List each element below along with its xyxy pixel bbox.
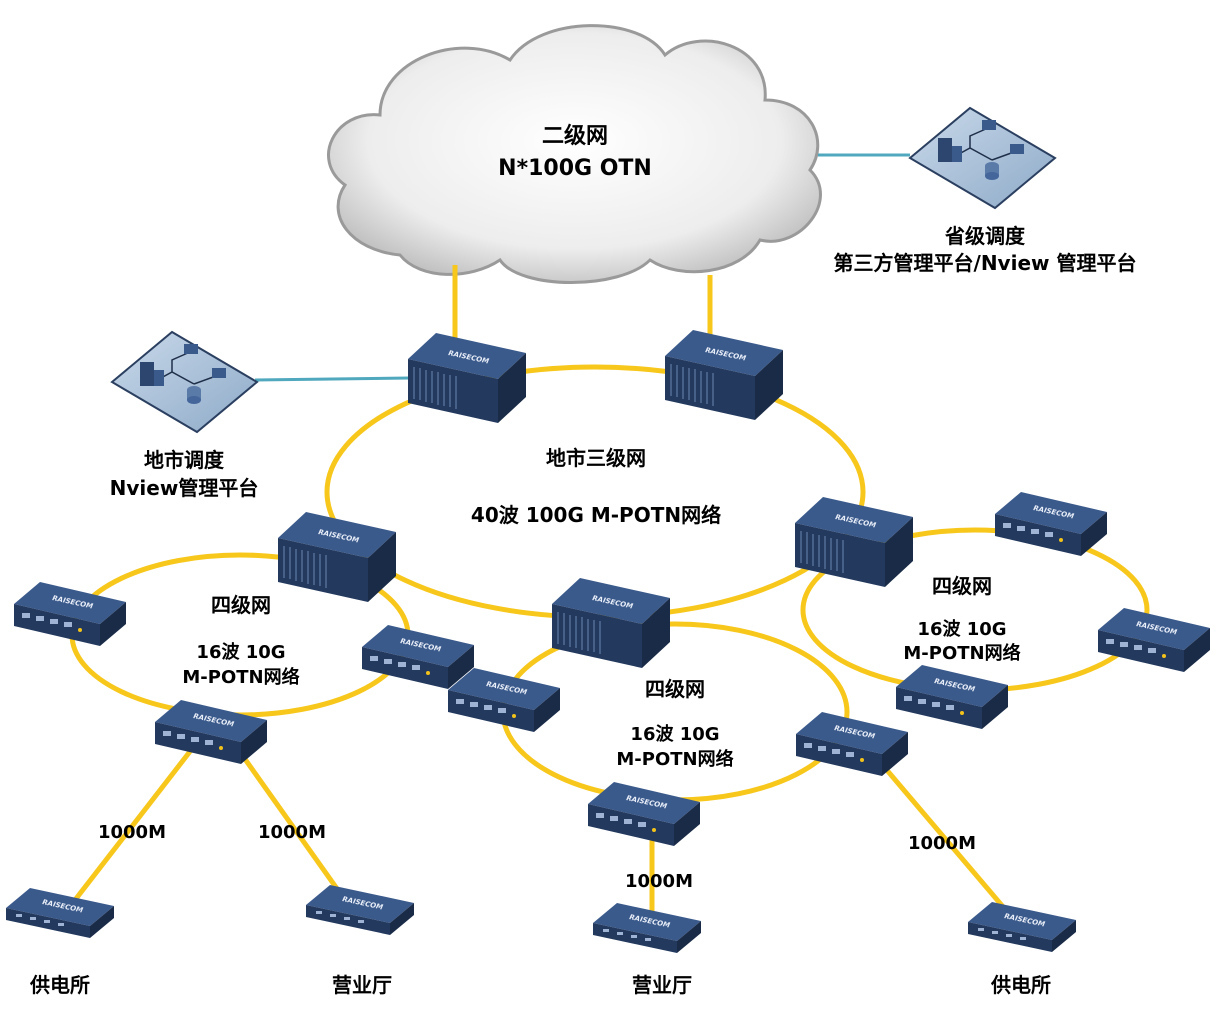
site-device-4 — [968, 902, 1076, 952]
tier3-device-1 — [407, 332, 527, 424]
tier3-ring-title: 地市三级网 — [546, 446, 646, 470]
city-platform-label: Nview管理平台 — [110, 476, 259, 500]
province-platform-label: 第三方管理平台/Nview 管理平台 — [834, 251, 1137, 275]
province-label: 省级调度 — [944, 224, 1026, 248]
tier3-device-3 — [277, 511, 397, 603]
access-link-1 — [73, 743, 197, 902]
province-mgmt-platform-icon — [909, 107, 1056, 209]
site-device-3 — [593, 903, 701, 953]
link-label-2: 1000M — [258, 822, 326, 843]
city-label: 地市调度 — [144, 448, 225, 472]
link-label-1: 1000M — [98, 822, 166, 843]
access-link-4 — [878, 760, 1012, 917]
cloud-shape — [327, 24, 822, 284]
tier3-device-5 — [551, 577, 671, 669]
tier4-left-network: M-POTN网络 — [182, 666, 299, 688]
tier3-ring-spec: 40波 100G M-POTN网络 — [471, 503, 721, 527]
tier3-device-2 — [664, 329, 784, 421]
tier4-left-device-3 — [155, 700, 267, 764]
tier4-mid-spec: 16波 10G — [630, 723, 719, 745]
access-link-2 — [232, 743, 348, 902]
city-mgmt-platform-icon — [111, 331, 258, 433]
tier4-right-network: M-POTN网络 — [903, 642, 1020, 664]
tier4-mid-device-1 — [448, 668, 560, 732]
tier4-mid-title: 四级网 — [645, 677, 705, 701]
link-label-3: 1000M — [625, 871, 693, 892]
tier4-right-title: 四级网 — [932, 574, 992, 598]
tier4-right-device-2 — [1098, 608, 1210, 672]
tier4-mid-network: M-POTN网络 — [616, 748, 733, 770]
tier4-left-spec: 16波 10G — [196, 641, 285, 663]
site-device-2 — [306, 885, 414, 935]
link-label-4: 1000M — [908, 833, 976, 854]
site-label-3: 营业厅 — [632, 973, 692, 997]
site-device-1 — [6, 888, 114, 938]
site-label-2: 营业厅 — [332, 973, 392, 997]
city-mgmt-link — [254, 376, 411, 382]
tier4-left-title: 四级网 — [211, 593, 271, 617]
tier4-right-device-3 — [896, 665, 1008, 729]
tier4-mid-device-3 — [588, 782, 700, 846]
tier4-right-device-1 — [995, 492, 1107, 556]
site-label-4: 供电所 — [990, 973, 1051, 997]
site-label-1: 供电所 — [29, 973, 90, 997]
ring-tier3 — [324, 364, 866, 620]
cloud-subtitle: N*100G OTN — [498, 156, 652, 181]
tier4-left-device-1 — [14, 582, 126, 646]
tier4-right-spec: 16波 10G — [917, 618, 1006, 640]
tier3-device-4 — [794, 496, 914, 588]
cloud-title: 二级网 — [542, 123, 608, 149]
